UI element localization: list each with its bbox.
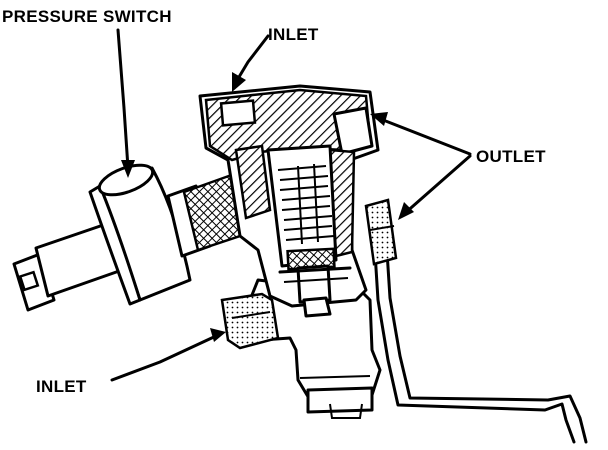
- bottom-inlet-port: [220, 292, 280, 350]
- lower-housing: [248, 278, 382, 419]
- label-pressure-switch: PRESSURE SWITCH: [2, 7, 172, 26]
- right-outlet-port: [364, 198, 398, 266]
- pressure-switch-body: [12, 163, 254, 312]
- arrowhead: [232, 72, 246, 92]
- valve-block: [198, 84, 380, 318]
- mounting-bracket: [369, 203, 588, 444]
- spring: [277, 163, 335, 245]
- arrowhead: [370, 112, 388, 126]
- leader-lines: [110, 28, 472, 382]
- arrowhead: [121, 160, 135, 178]
- label-outlet: OUTLET: [476, 147, 546, 166]
- label-inlet-top: INLET: [268, 25, 319, 44]
- arrowhead: [398, 202, 414, 220]
- arrowhead: [210, 328, 226, 342]
- label-inlet-bottom: INLET: [36, 377, 87, 396]
